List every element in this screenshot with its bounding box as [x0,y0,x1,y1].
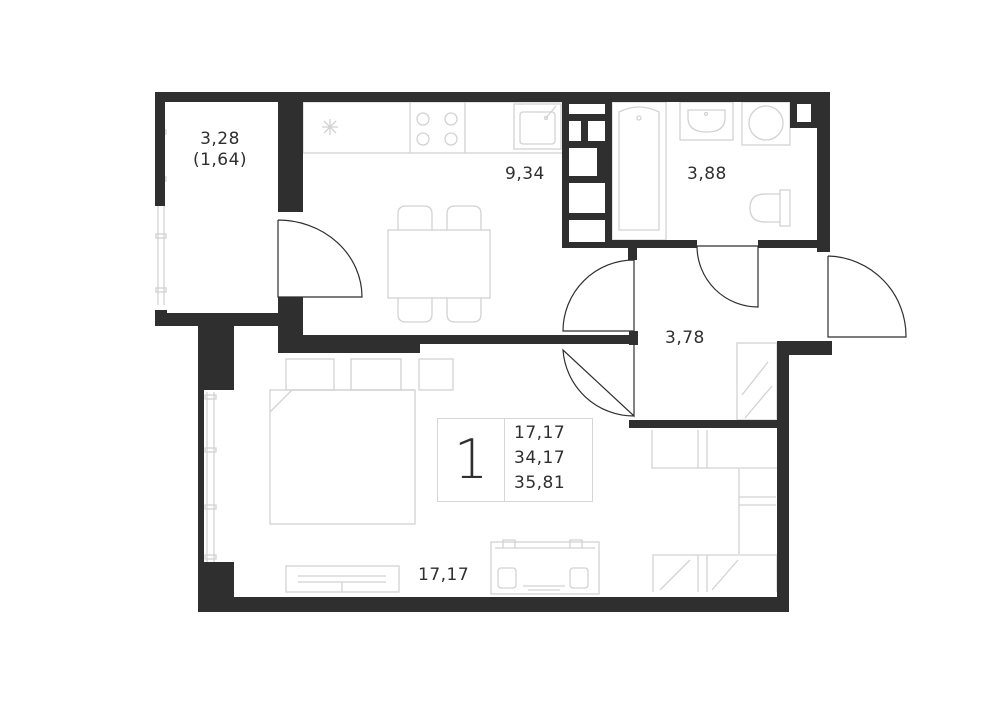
hallway-area-label: 3,78 [665,328,705,348]
living-room-area-label: 17,17 [418,565,470,585]
summary-divider [504,419,505,501]
hallway-entry-door [562,259,635,332]
desk [490,539,600,595]
door-swings [277,219,907,418]
bathroom-sink-icon [679,101,734,141]
living-area-value: 17,17 [514,423,566,443]
shelf-cutouts [569,104,811,242]
room-count: 1 [453,428,489,491]
dining-table [387,205,491,323]
bed [269,358,454,525]
tv-stand [285,565,400,593]
bathroom-area-label: 3,88 [687,164,727,184]
walls [155,92,832,612]
kitchen-sink-icon [513,103,562,150]
hallway-wardrobe [736,342,778,421]
toilet-icon [749,189,791,227]
front-door [827,255,907,338]
living-room-door [562,345,635,418]
balcony-door [277,219,363,298]
total-area-with-balcony-value: 35,81 [514,473,566,493]
living-room-window [204,392,217,562]
furniture-layer [155,101,791,595]
apartment-summary: 1 17,17 34,17 35,81 [437,418,593,502]
kitchen-counter [302,101,566,154]
bathtub-icon [611,101,667,241]
balcony-reduced-area-label: (1,64) [192,150,248,170]
kitchen-area-label: 9,34 [505,164,545,184]
washing-machine-icon [741,101,791,146]
bathroom-door [696,245,759,308]
stove-icon [416,112,458,146]
living-room-storage [651,430,778,592]
total-area-value: 34,17 [514,448,566,468]
fridge-icon [322,119,338,135]
balcony-area-label: 3,28 [200,129,240,149]
